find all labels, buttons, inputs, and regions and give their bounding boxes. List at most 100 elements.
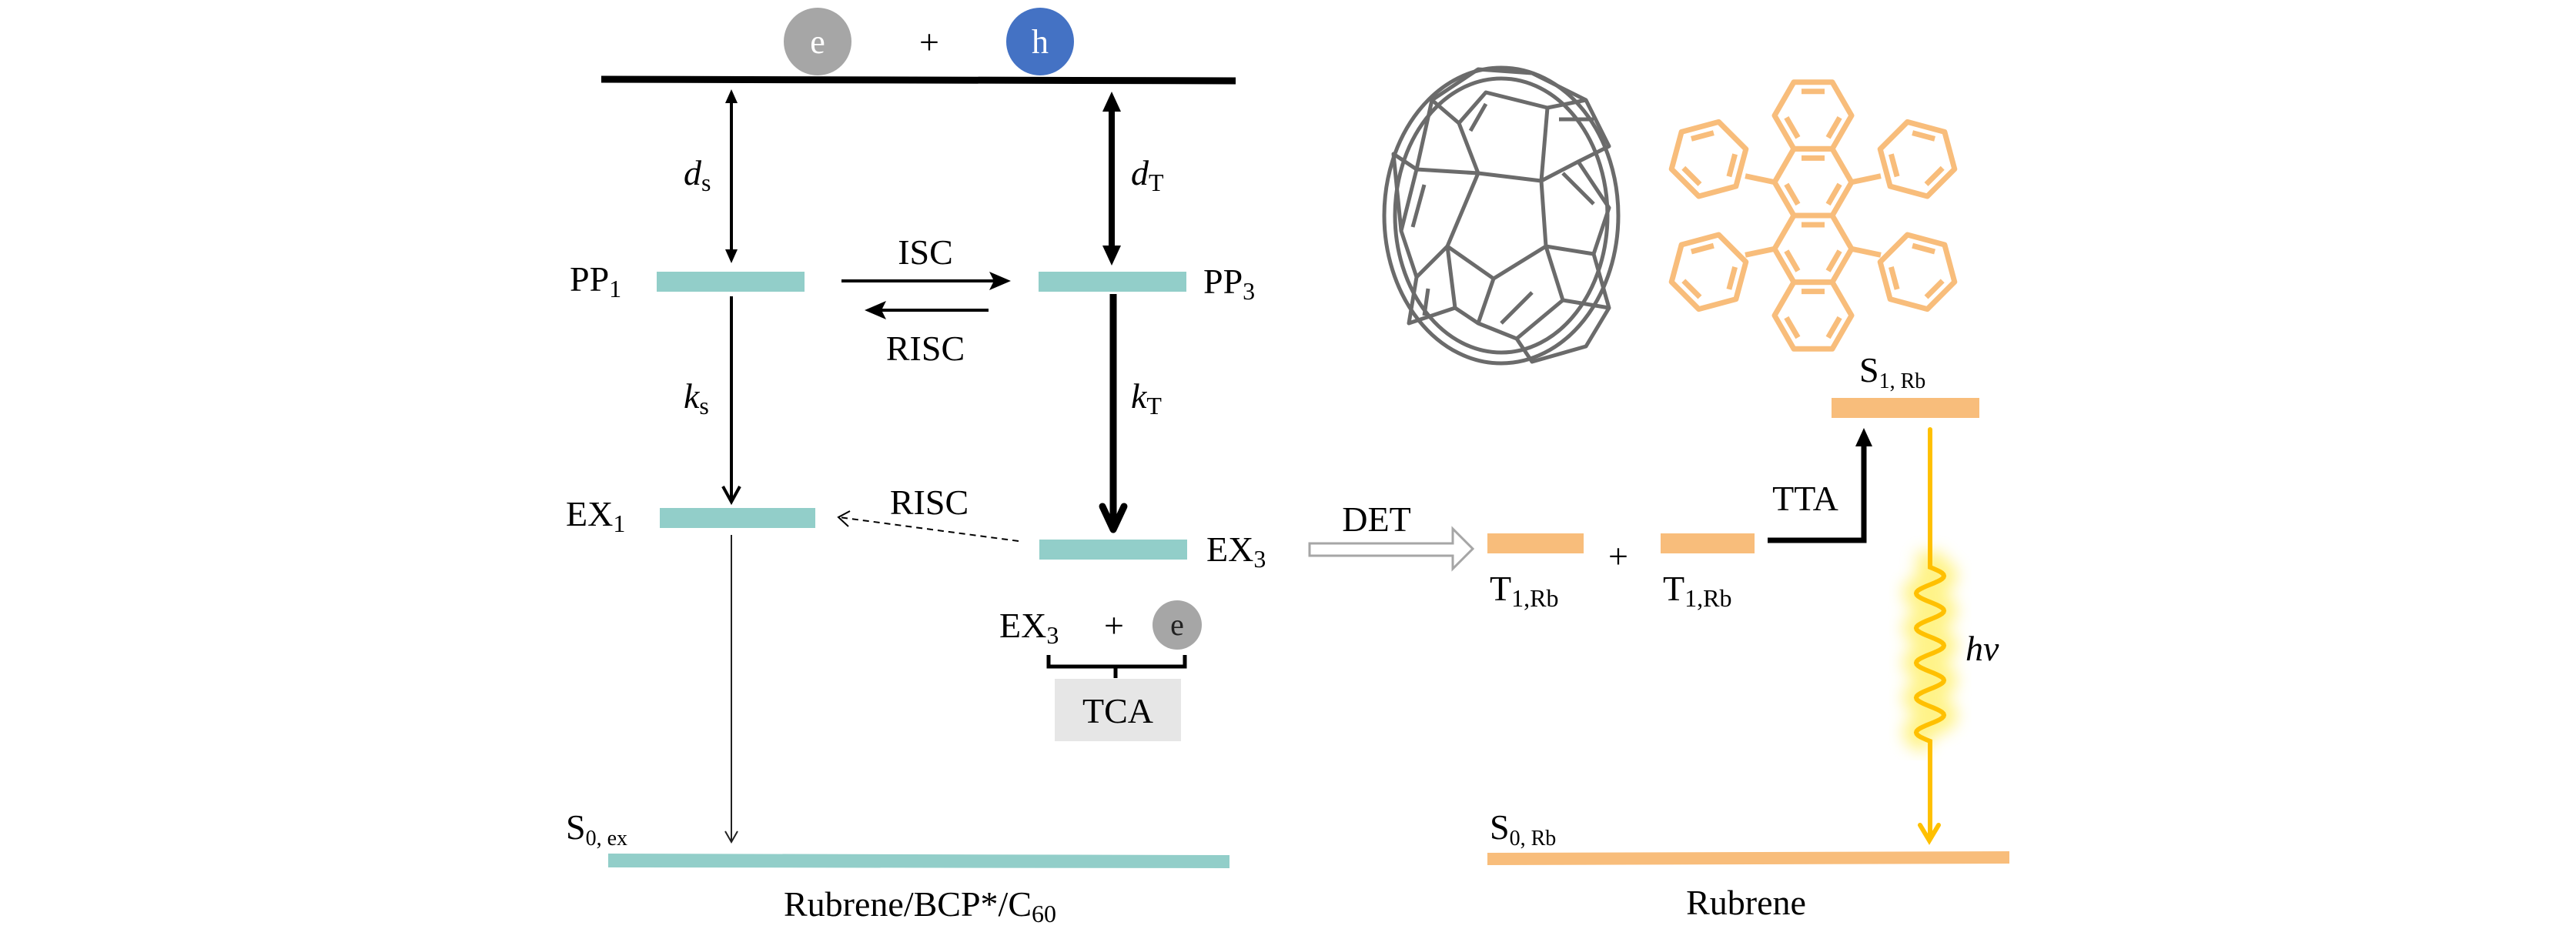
singlet-rate-arrow — [721, 296, 741, 506]
tca-group: EX3 + e TCA — [999, 600, 1202, 741]
rubrene-ring — [1771, 279, 1855, 352]
ex1-label: EX1 — [566, 494, 625, 537]
ex3-level — [1039, 540, 1187, 560]
phenyl-bond — [1851, 173, 1882, 185]
double-bond — [1681, 279, 1702, 299]
t1-label-b: T1,Rb — [1663, 569, 1731, 612]
tca-plus: + — [1104, 606, 1124, 645]
tca-label: TCA — [1082, 691, 1153, 730]
pp1-label: PP1 — [570, 259, 621, 302]
pp3-label: PP3 — [1203, 262, 1255, 305]
double-bond — [1784, 249, 1801, 272]
s1-rb-label: S1, Rb — [1859, 350, 1925, 393]
arrowhead-down-icon — [1918, 823, 1941, 845]
triplet-rate-arrow — [1099, 294, 1128, 533]
phenyl-ring — [1877, 119, 1958, 199]
tca-bracket — [1046, 655, 1187, 678]
double-bond — [1825, 249, 1842, 272]
right-system-label: Rubrene — [1686, 883, 1806, 922]
double-bond — [1912, 130, 1935, 142]
arrowhead-up-icon — [1102, 92, 1121, 112]
double-bond — [1825, 316, 1842, 339]
tca-electron-label: e — [1170, 607, 1184, 642]
carrier-plus: + — [919, 22, 939, 62]
phenyl-bond — [1745, 246, 1775, 258]
arrowhead-left-icon — [837, 510, 851, 527]
s1-rb-level — [1832, 398, 1979, 418]
risc-ex-arrow — [837, 510, 1019, 542]
singlet-distance-label: ds — [684, 153, 711, 196]
double-bond — [1924, 279, 1945, 299]
phenyl-ring — [1877, 232, 1958, 312]
tca-box — [1055, 679, 1181, 741]
hole-icon: h — [1006, 8, 1074, 75]
double-bond — [1784, 316, 1801, 339]
phenyl-ring — [1668, 232, 1749, 312]
arrowhead-left-icon — [865, 301, 886, 319]
s0-ex-label: S0, ex — [566, 807, 627, 850]
double-bond — [1726, 153, 1738, 178]
electron-label: e — [810, 23, 825, 61]
double-bond — [1889, 153, 1900, 178]
det-label: DET — [1342, 500, 1410, 539]
double-bond — [1825, 182, 1842, 206]
double-bond — [1924, 165, 1945, 186]
det-arrow — [1308, 526, 1475, 572]
singlet-distance-arrow — [725, 89, 738, 263]
arrowhead-down-icon — [721, 486, 741, 506]
arrowhead-up-icon — [1855, 428, 1872, 446]
tta-arrow — [1768, 428, 1872, 543]
singlet-rate-label: ks — [684, 376, 709, 419]
double-bond — [1784, 182, 1801, 206]
free-carrier-level-line — [601, 75, 1236, 85]
photon-emission-arrow — [1902, 427, 1958, 845]
free-carrier-level: e + h — [601, 8, 1236, 85]
double-bond — [1691, 242, 1715, 255]
risc-ex-label: RISC — [890, 483, 969, 522]
electron-icon: e — [784, 8, 851, 75]
isc-arrow — [841, 272, 1011, 290]
hole-label: h — [1032, 23, 1049, 61]
ex1-level — [660, 508, 815, 528]
phenyl-bond — [1745, 173, 1775, 185]
risc-pp-label: RISC — [886, 329, 965, 368]
s0-ex-level — [608, 854, 1229, 868]
t1-level-b — [1661, 533, 1755, 553]
isc-label: ISC — [898, 232, 953, 272]
t1-plus: + — [1608, 536, 1628, 576]
pp1-level — [657, 272, 805, 292]
arrowhead-right-icon — [989, 272, 1011, 290]
electron-icon: e — [1153, 600, 1202, 650]
double-bond — [1825, 116, 1842, 139]
s0-rb-label: S0, Rb — [1490, 807, 1556, 850]
double-bond — [1912, 242, 1935, 255]
tta-label: TTA — [1772, 479, 1838, 518]
double-bond — [1681, 165, 1702, 186]
left-system-label: Rubrene/BCP*/C60 — [784, 884, 1056, 927]
double-bond — [1784, 116, 1801, 139]
arrowhead-down-icon — [724, 830, 738, 844]
risc-pp-arrow — [865, 301, 989, 319]
rubrene-molecule-icon — [1668, 79, 1958, 352]
double-bond — [1691, 130, 1715, 142]
arrowhead-down-icon — [1102, 246, 1121, 266]
t1-label-a: T1,Rb — [1490, 569, 1558, 612]
t1-level-a — [1487, 533, 1584, 553]
c60-molecule-icon — [1382, 65, 1621, 366]
ex3-label: EX3 — [1206, 530, 1266, 573]
ex1-decay-arrow — [724, 535, 738, 844]
arrowhead-up-icon — [725, 89, 738, 103]
arrowhead-down-icon — [725, 249, 738, 263]
double-bond — [1726, 266, 1738, 290]
pp3-level — [1039, 272, 1186, 292]
triplet-distance-label: dT — [1131, 153, 1164, 196]
s0-rb-level — [1487, 851, 2009, 865]
tca-species-label: EX3 — [999, 606, 1059, 649]
triplet-rate-label: kT — [1131, 376, 1162, 419]
phenyl-bond — [1851, 246, 1882, 258]
phenyl-ring — [1668, 119, 1749, 199]
emission-label: hν — [1965, 629, 1999, 668]
double-bond — [1889, 266, 1900, 290]
arrowhead-down-icon — [1099, 503, 1128, 533]
